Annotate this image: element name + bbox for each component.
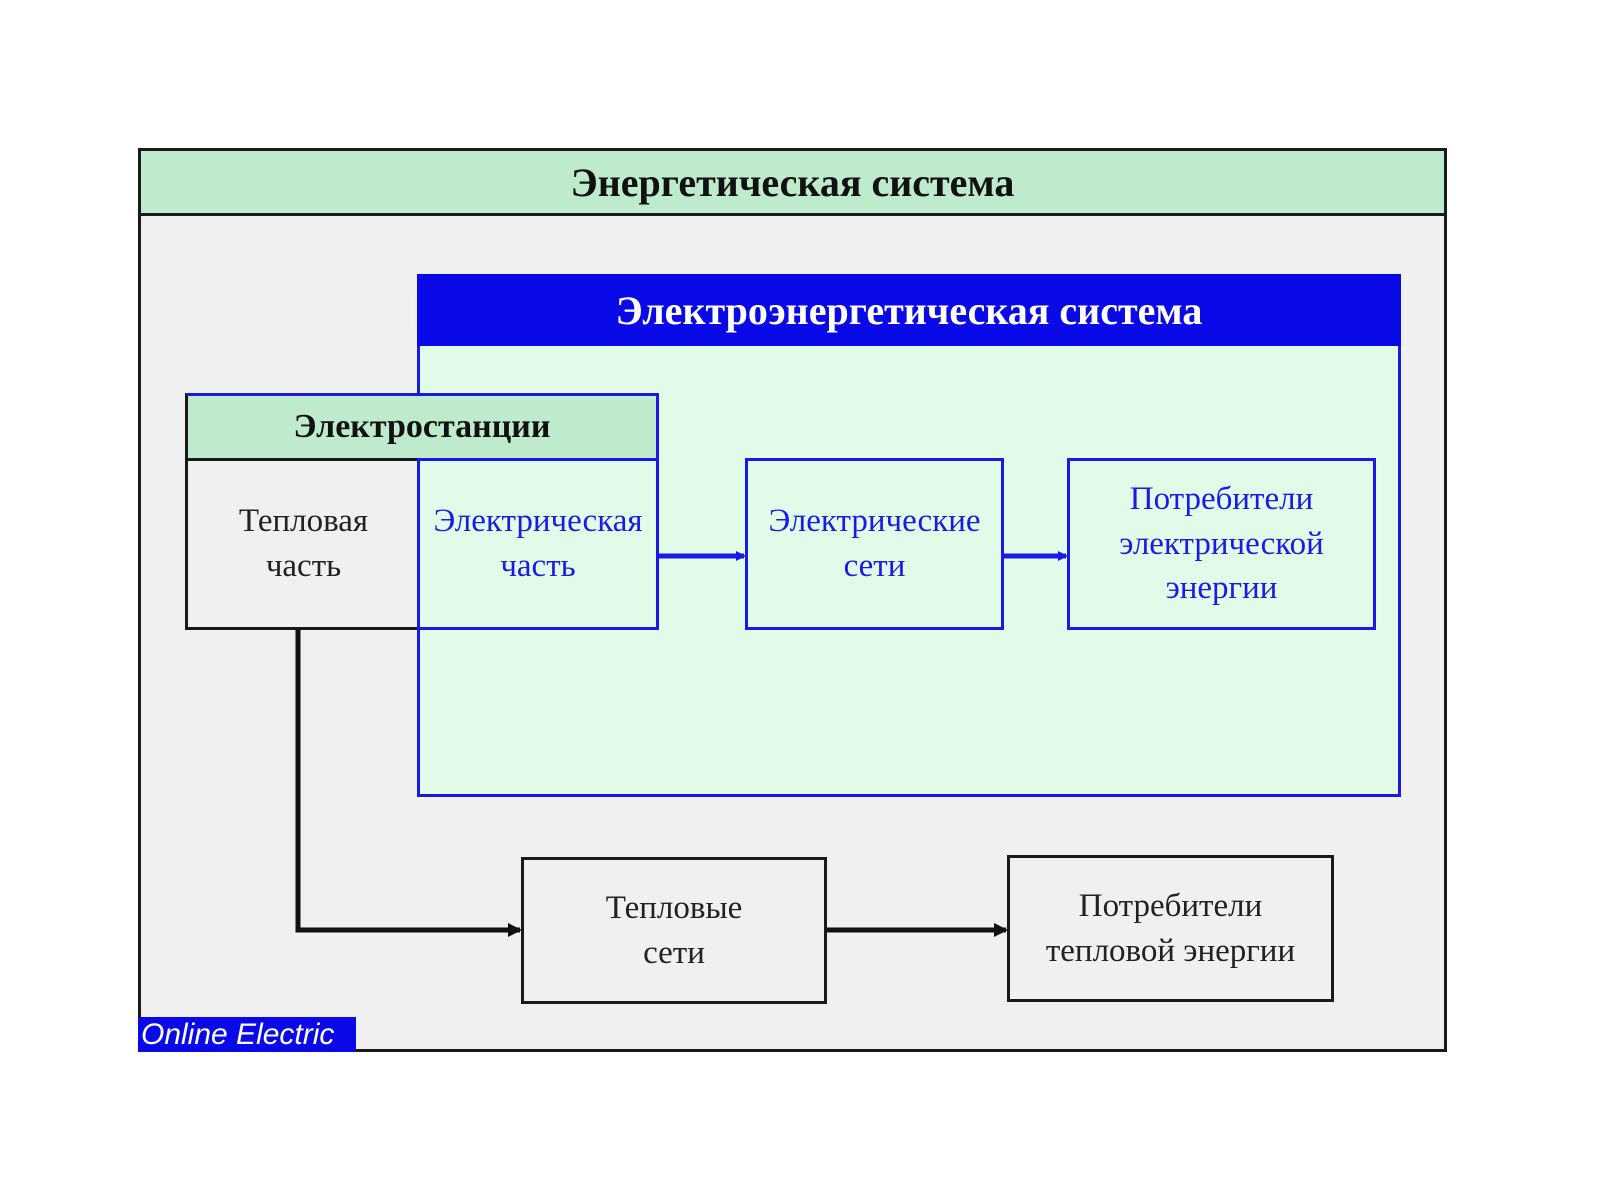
- node-label-line: часть: [265, 548, 342, 584]
- node-label-line: Тепловая: [238, 503, 369, 540]
- thermal-part-node: Тепловая часть: [185, 458, 419, 630]
- watermark-label: Online Electric: [138, 1017, 356, 1052]
- node-label-line: Потребители: [1078, 887, 1263, 924]
- node-label-line: Электрическая: [433, 503, 643, 540]
- node-label-line: Электрические: [768, 503, 981, 540]
- electric-power-system-title: Электроэнергетическая система: [417, 274, 1401, 346]
- power-stations-title: Электростанции: [185, 393, 659, 461]
- node-label-line: Тепловые: [605, 889, 743, 926]
- heat-networks-node: Тепловые сети: [521, 857, 827, 1004]
- node-label-line: сети: [643, 934, 705, 971]
- arrow-thermal-part-to-heat-networks: [295, 630, 522, 937]
- node-label-line: электрической: [1119, 525, 1324, 562]
- electric-consumers-node: Потребители электрической энергии: [1067, 458, 1376, 630]
- node-label-line: сети: [843, 548, 906, 584]
- energy-system-title: Энергетическая система: [138, 148, 1447, 216]
- electric-part-node: Электрическая часть: [417, 458, 659, 630]
- heat-consumers-node: Потребители тепловой энергии: [1007, 855, 1334, 1002]
- node-label-line: часть: [500, 548, 576, 584]
- node-label-line: энергии: [1165, 570, 1278, 607]
- node-label-line: тепловой энергии: [1045, 932, 1296, 969]
- electric-networks-node: Электрические сети: [745, 458, 1004, 630]
- node-label-line: Потребители: [1129, 481, 1314, 518]
